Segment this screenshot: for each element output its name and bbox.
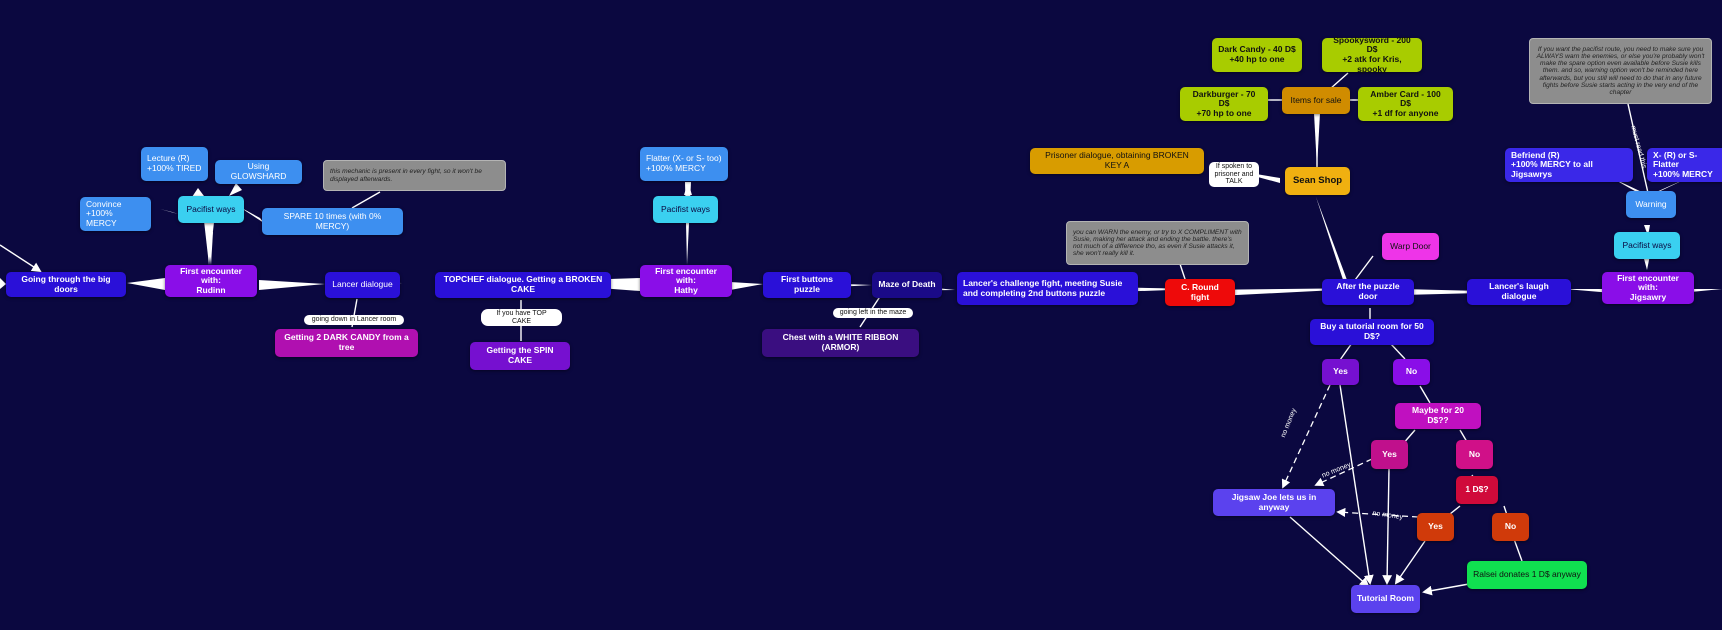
node-lecture[interactable]: Lecture (R) +100% TIRED: [141, 147, 208, 181]
node-lancer-dialogue[interactable]: Lancer dialogue: [325, 272, 400, 298]
node-maybe-20[interactable]: Maybe for 20 D$??: [1395, 403, 1481, 429]
node-topchef[interactable]: TOPCHEF dialogue. Getting a BROKEN CAKE: [435, 272, 611, 298]
node-yes-2[interactable]: Yes: [1371, 440, 1408, 469]
node-items-sale[interactable]: Items for sale: [1282, 87, 1350, 114]
node-flatter[interactable]: Flatter (X- or S- too) +100% MERCY: [640, 147, 728, 181]
note-pacifist: If you want the pacifist route, you need…: [1529, 38, 1712, 104]
node-yes-1[interactable]: Yes: [1322, 359, 1359, 385]
node-maze[interactable]: Maze of Death: [872, 272, 942, 298]
note-mechanic: this mechanic is present in every fight,…: [323, 160, 506, 191]
node-ralsei-donates[interactable]: Ralsei donates 1 D$ anyway: [1467, 561, 1587, 589]
node-convince[interactable]: Convince +100% MERCY: [80, 197, 151, 231]
node-prisoner[interactable]: Prisoner dialogue, obtaining BROKEN KEY …: [1030, 148, 1204, 174]
node-white-ribbon[interactable]: Chest with a WHITE RIBBON (ARMOR): [762, 329, 919, 357]
node-hathy-encounter[interactable]: First encounter with: Hathy: [640, 265, 732, 297]
node-spookysword[interactable]: Spookysword - 200 D$ +2 atk for Kris, sp…: [1322, 35, 1422, 73]
node-spin-cake[interactable]: Getting the SPIN CAKE: [470, 342, 570, 370]
node-spare-10[interactable]: SPARE 10 times (with 0% MERCY): [262, 208, 403, 235]
node-tutorial-room[interactable]: Tutorial Room: [1351, 585, 1420, 613]
node-lancer-challenge[interactable]: Lancer's challenge fight, meeting Susie …: [957, 272, 1138, 305]
node-one-ds[interactable]: 1 D$?: [1456, 476, 1498, 504]
dashed-connectors: [1281, 384, 1419, 518]
node-sean-shop[interactable]: Sean Shop: [1285, 167, 1350, 195]
node-rudinn-pacifist[interactable]: Pacifist ways: [178, 196, 244, 223]
node-no-3[interactable]: No: [1492, 513, 1529, 541]
edge-label-lancer-room: going down in Lancer room: [304, 315, 404, 325]
node-warning[interactable]: Warning: [1626, 191, 1676, 218]
edge-label-maze-left: going left in the maze: [833, 308, 913, 318]
node-big-doors[interactable]: Going through the big doors: [6, 272, 126, 297]
tapered-connectors: [0, 113, 1722, 297]
node-glowshard[interactable]: Using GLOWSHARD: [215, 160, 302, 184]
node-darkburger[interactable]: Darkburger - 70 D$ +70 hp to one: [1180, 87, 1268, 121]
node-after-puzzle[interactable]: After the puzzle door: [1322, 279, 1414, 305]
node-warp-door[interactable]: Warp Door: [1382, 233, 1439, 260]
node-no-1[interactable]: No: [1393, 359, 1430, 385]
node-jigsawry-encounter[interactable]: First encounter with: Jigsawry: [1602, 272, 1694, 304]
node-dark-candy[interactable]: Dark Candy - 40 D$ +40 hp to one: [1212, 38, 1302, 72]
node-jigsaw-joe[interactable]: Jigsaw Joe lets us in anyway: [1213, 489, 1335, 516]
node-rudinn-encounter[interactable]: First encounter with: Rudinn: [165, 265, 257, 297]
note-warn: you can WARN the enemy, or try to X COMP…: [1066, 221, 1249, 265]
edge-label-top-cake: If you have TOP CAKE: [481, 309, 562, 327]
node-amber-card[interactable]: Amber Card - 100 D$ +1 df for anyone: [1358, 87, 1453, 121]
node-lancer-laugh[interactable]: Lancer's laugh dialogue: [1467, 279, 1571, 305]
node-buy-tutorial[interactable]: Buy a tutorial room for 50 D$?: [1310, 319, 1434, 345]
node-dark-candy-tree[interactable]: Getting 2 DARK CANDY from a tree: [275, 329, 418, 357]
node-no-2[interactable]: No: [1456, 440, 1493, 469]
node-first-buttons[interactable]: First buttons puzzle: [763, 272, 851, 298]
node-hathy-pacifist[interactable]: Pacifist ways: [653, 196, 718, 223]
node-befriend[interactable]: Befriend (R) +100% MERCY to all Jigsawry…: [1505, 148, 1633, 182]
node-x-flatter[interactable]: X- (R) or S-Flatter +100% MERCY: [1647, 148, 1722, 182]
node-jigsawry-pacifist[interactable]: Pacifist ways: [1614, 232, 1680, 259]
node-yes-3[interactable]: Yes: [1417, 513, 1454, 541]
edge-label-prisoner-talk: If spoken to prisoner and TALK: [1209, 162, 1259, 188]
node-c-round[interactable]: C. Round fight: [1165, 279, 1235, 306]
